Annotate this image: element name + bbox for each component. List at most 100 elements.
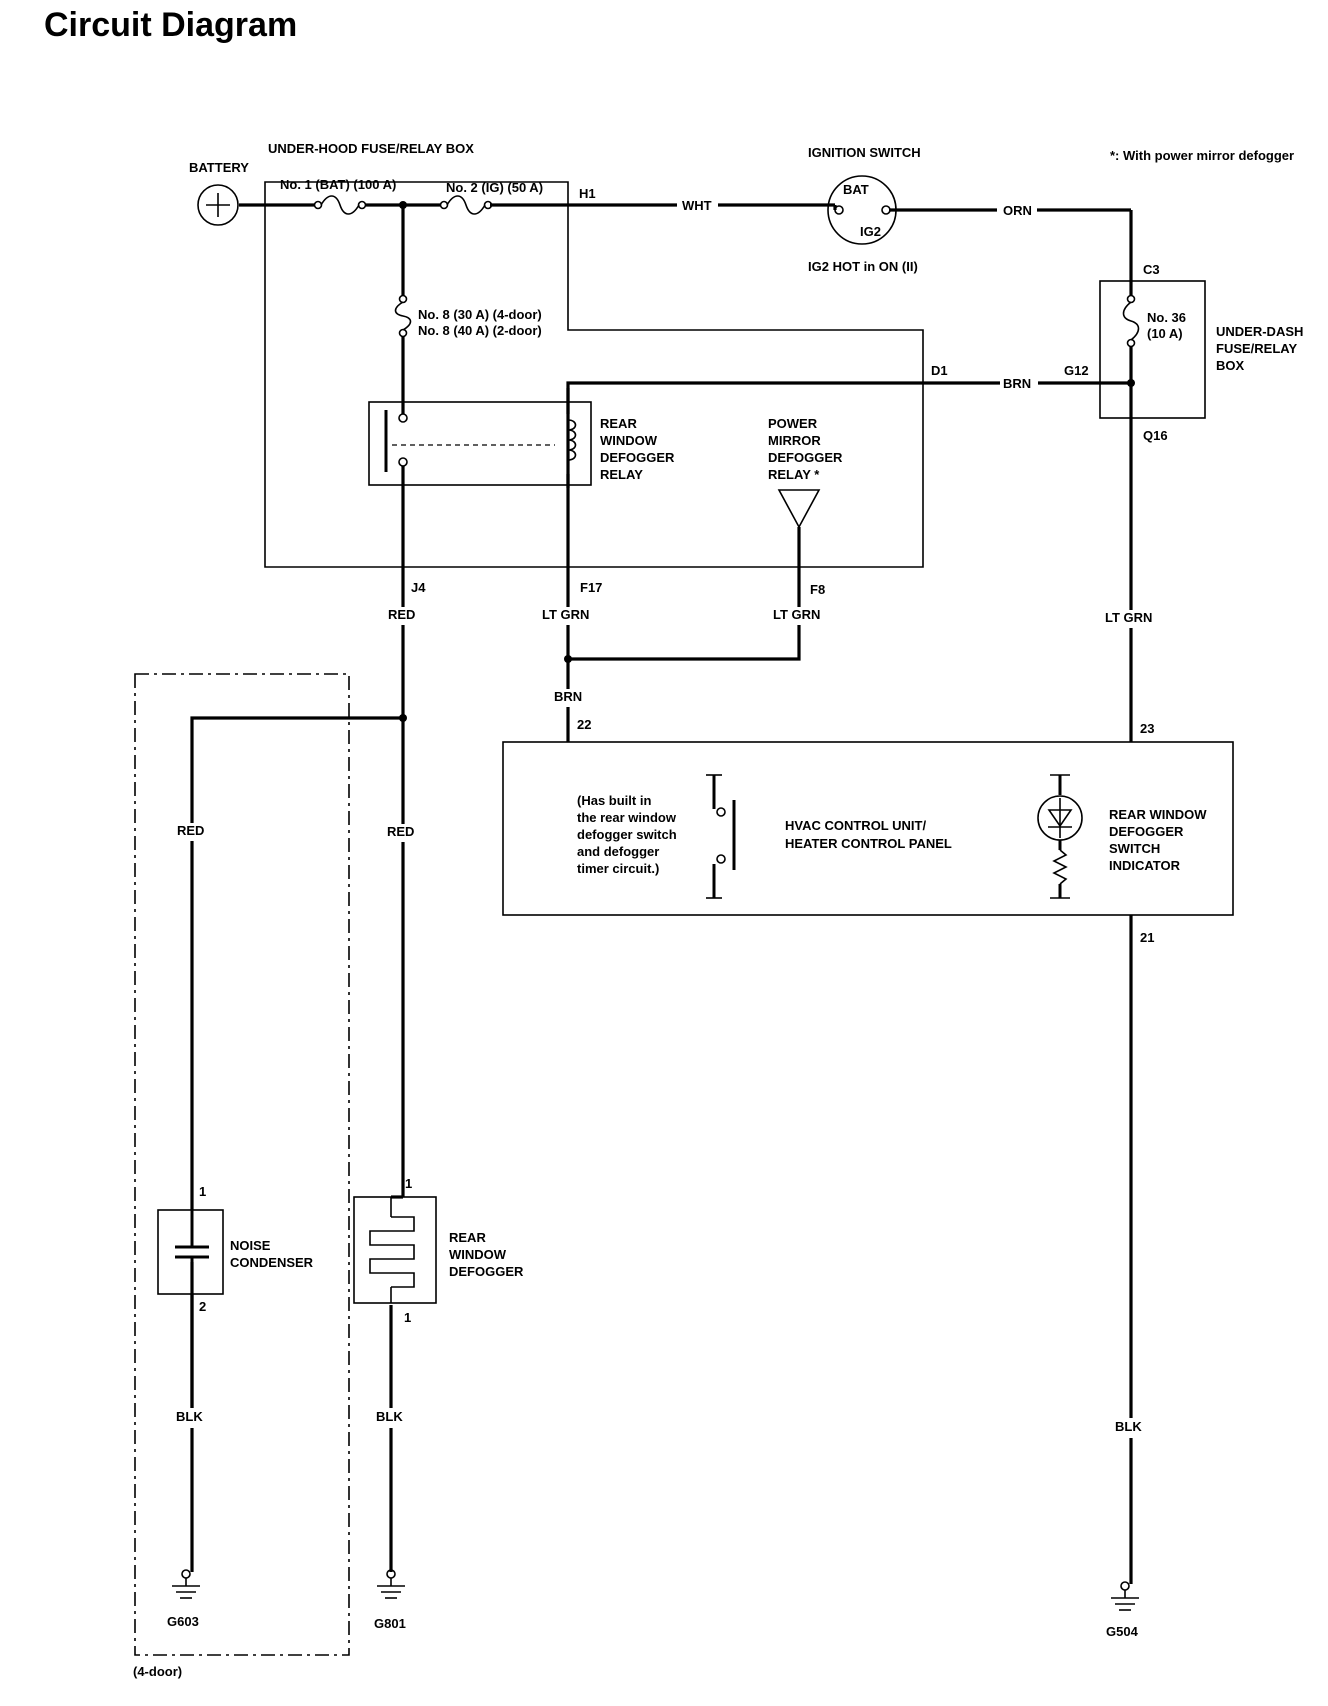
- pin-q16: Q16: [1143, 428, 1168, 443]
- rear-relay-label-3: DEFOGGER: [600, 450, 675, 465]
- junction-dot: [399, 714, 407, 722]
- pin-21: 21: [1140, 930, 1154, 945]
- hvac-builtin-4: and defogger: [577, 844, 659, 859]
- hvac-unit-label-1: HVAC CONTROL UNIT/: [785, 818, 926, 833]
- fuse36-label-2: (10 A): [1147, 326, 1183, 341]
- wire-label-ltgrn-f8: LT GRN: [773, 607, 820, 622]
- wire-label-blk-left: BLK: [176, 1409, 203, 1424]
- hvac-builtin-3: defogger switch: [577, 827, 677, 842]
- junction-dot: [1127, 379, 1135, 387]
- wire-label-ltgrn-q16: LT GRN: [1105, 610, 1152, 625]
- pin-c3: C3: [1143, 262, 1160, 277]
- ground-g504-symbol: [1111, 1581, 1139, 1611]
- underdash-box-outline: [1099, 280, 1206, 419]
- fuse2-label: No. 2 (IG) (50 A): [446, 180, 543, 195]
- hvac-switch-symbol: [706, 774, 736, 899]
- ign-note-label: IG2 HOT in ON (II): [808, 259, 918, 274]
- fuse1-symbol: [313, 195, 367, 215]
- pin-23: 23: [1140, 721, 1154, 736]
- four-door-dashed-box: [134, 673, 350, 1656]
- wire-ltgrn-f8-2: [568, 625, 801, 661]
- wire-red-left: [190, 716, 403, 1210]
- ign-bat-label: BAT: [843, 182, 869, 197]
- junction-dot: [564, 655, 572, 663]
- ground-label-g504: G504: [1106, 1624, 1139, 1639]
- page-title: Circuit Diagram: [44, 6, 298, 44]
- wire-label-brn-d1: BRN: [1003, 376, 1031, 391]
- battery-label: BATTERY: [189, 160, 249, 175]
- pin-j4: J4: [411, 580, 426, 595]
- wire-label-red-left: RED: [177, 823, 204, 838]
- underdash-label-2: FUSE/RELAY: [1216, 341, 1297, 356]
- ground-label-g801: G801: [374, 1616, 406, 1631]
- note-text: *: With power mirror defogger: [1110, 148, 1294, 163]
- rear-relay-label-2: WINDOW: [600, 433, 658, 448]
- indicator-label-4: INDICATOR: [1109, 858, 1181, 873]
- pin-22: 22: [577, 717, 591, 732]
- rear-defogger-symbol: [353, 1196, 437, 1304]
- wire-label-brn-22: BRN: [554, 689, 582, 704]
- battery-symbol: [197, 184, 239, 226]
- underdash-label-1: UNDER-DASH: [1216, 324, 1303, 339]
- pin-cond-2: 2: [199, 1299, 206, 1314]
- ground-g801-symbol: [377, 1569, 405, 1599]
- hvac-builtin-2: the rear window: [577, 810, 677, 825]
- hvac-builtin-1: (Has built in: [577, 793, 651, 808]
- noise-condenser-label-2: CONDENSER: [230, 1255, 314, 1270]
- wire-label-wht: WHT: [682, 198, 712, 213]
- ground-label-g603: G603: [167, 1614, 199, 1629]
- ign-ig2-label: IG2: [860, 224, 881, 239]
- hvac-box-outline: [502, 741, 1234, 916]
- rear-defogger-label-1: REAR: [449, 1230, 486, 1245]
- rear-defogger-relay-symbol: [384, 388, 577, 474]
- pin-def-1-top: 1: [405, 1176, 412, 1191]
- relay-box-outline: [368, 401, 592, 486]
- four-door-label: (4-door): [133, 1664, 182, 1679]
- junction-dot: [399, 201, 407, 209]
- ignition-switch-label: IGNITION SWITCH: [808, 145, 921, 160]
- mirror-relay-symbol: [777, 489, 821, 529]
- underdash-label-3: BOX: [1216, 358, 1245, 373]
- underhood-box-label: UNDER-HOOD FUSE/RELAY BOX: [268, 141, 474, 156]
- indicator-label-1: REAR WINDOW: [1109, 807, 1207, 822]
- wire-label-red-j4: RED: [388, 607, 415, 622]
- wire-label-ltgrn-f17: LT GRN: [542, 607, 589, 622]
- pin-f8: F8: [810, 582, 825, 597]
- wire-brn-d1: [566, 381, 1000, 488]
- rear-defogger-label-3: DEFOGGER: [449, 1264, 524, 1279]
- pin-def-1-bot: 1: [404, 1310, 411, 1325]
- pin-cond-1: 1: [199, 1184, 206, 1199]
- pin-f17: F17: [580, 580, 602, 595]
- fuse8-label-1: No. 8 (30 A) (4-door): [418, 307, 542, 322]
- hvac-builtin-5: timer circuit.): [577, 861, 659, 876]
- ground-g603-symbol: [172, 1569, 200, 1599]
- noise-condenser-label-1: NOISE: [230, 1238, 271, 1253]
- rear-defogger-label-2: WINDOW: [449, 1247, 507, 1262]
- underhood-box-outline: [264, 181, 924, 568]
- mirror-relay-label-3: DEFOGGER: [768, 450, 843, 465]
- fuse2-symbol: [439, 195, 493, 215]
- fuse36-label-1: No. 36: [1147, 310, 1186, 325]
- pin-d1: D1: [931, 363, 948, 378]
- pin-g12: G12: [1064, 363, 1089, 378]
- indicator-symbol: [1037, 774, 1083, 899]
- wire-label-red-mid: RED: [387, 824, 414, 839]
- wire-label-blk-right: BLK: [1115, 1419, 1142, 1434]
- fuse1-label: No. 1 (BAT) (100 A): [280, 177, 396, 192]
- hvac-unit-label-2: HEATER CONTROL PANEL: [785, 836, 952, 851]
- wire-label-orn: ORN: [1003, 203, 1032, 218]
- pin-h1: H1: [579, 186, 596, 201]
- mirror-relay-label-4: RELAY *: [768, 467, 820, 482]
- fuse8-label-2: No. 8 (40 A) (2-door): [418, 323, 542, 338]
- mirror-relay-label-2: MIRROR: [768, 433, 821, 448]
- indicator-label-2: DEFOGGER: [1109, 824, 1184, 839]
- noise-condenser-symbol: [157, 1209, 224, 1408]
- indicator-label-3: SWITCH: [1109, 841, 1160, 856]
- fuse8-symbol: [394, 294, 412, 338]
- rear-relay-label-4: RELAY: [600, 467, 643, 482]
- wire-label-blk-mid: BLK: [376, 1409, 403, 1424]
- fuse36-symbol: [1122, 294, 1140, 348]
- rear-relay-label-1: REAR: [600, 416, 637, 431]
- ignition-switch-symbol: [827, 175, 897, 245]
